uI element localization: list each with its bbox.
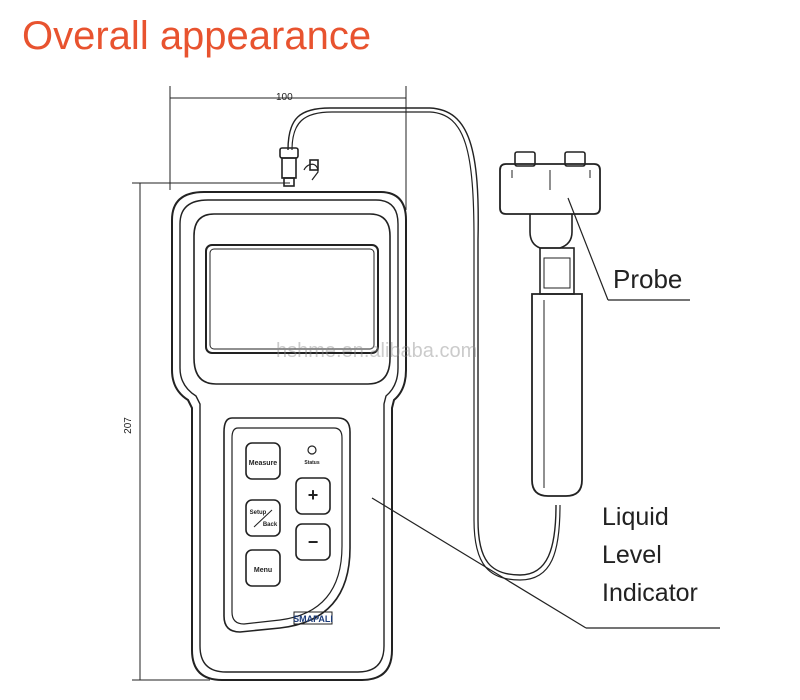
probe-terminal-left — [514, 151, 536, 167]
probe-cable — [287, 107, 557, 576]
connector-base — [283, 177, 295, 187]
liquid-level-label-line1: Liquid — [602, 503, 669, 531]
setup-button-label: Setup — [250, 510, 267, 516]
device-inner-edge — [179, 199, 399, 673]
back-button-label: Back — [263, 522, 278, 528]
status-label: Status — [304, 460, 320, 466]
keypad-panel-inner — [231, 427, 343, 625]
probe-rod — [531, 293, 583, 497]
connector-latch — [303, 163, 319, 181]
watermark: hshme.en.alibaba.com — [276, 340, 478, 362]
plus-button-label: + — [308, 485, 319, 505]
probe-cable-inner — [291, 111, 561, 581]
probe-neck — [529, 214, 573, 249]
connector-nut — [279, 147, 299, 159]
probe-label: Probe — [613, 264, 683, 294]
connector-cap — [309, 159, 319, 171]
plus-button — [295, 477, 331, 515]
page-title: Overall appearance — [22, 14, 372, 58]
status-led — [307, 445, 317, 455]
screen-bezel — [193, 213, 391, 385]
width-dimension-label: 100 — [276, 92, 293, 103]
height-dimension-label: 207 — [122, 417, 134, 434]
liquid-level-label-line2: Level — [602, 541, 662, 569]
connector-body — [281, 157, 297, 179]
menu-button — [245, 549, 281, 587]
minus-button-label: − — [308, 532, 319, 552]
setup-back-divider — [253, 509, 273, 528]
probe-head — [499, 163, 601, 215]
keypad-panel — [223, 417, 351, 633]
probe-leader-line — [567, 197, 609, 301]
display-screen — [205, 244, 379, 354]
setup-back-button — [245, 499, 281, 537]
measure-button-label: Measure — [249, 460, 278, 467]
probe-collar — [539, 247, 575, 295]
brand-logo: SMAPALI — [293, 614, 333, 624]
measure-button — [245, 442, 281, 480]
menu-button-label: Menu — [254, 567, 272, 574]
liquid-level-label-line3: Indicator — [602, 579, 698, 607]
minus-button — [295, 523, 331, 561]
probe-terminal-right — [564, 151, 586, 167]
device-outer-body — [171, 191, 407, 681]
indicator-leader-line — [371, 497, 587, 629]
display-screen-inner — [209, 248, 375, 350]
brand-plate — [293, 611, 333, 625]
